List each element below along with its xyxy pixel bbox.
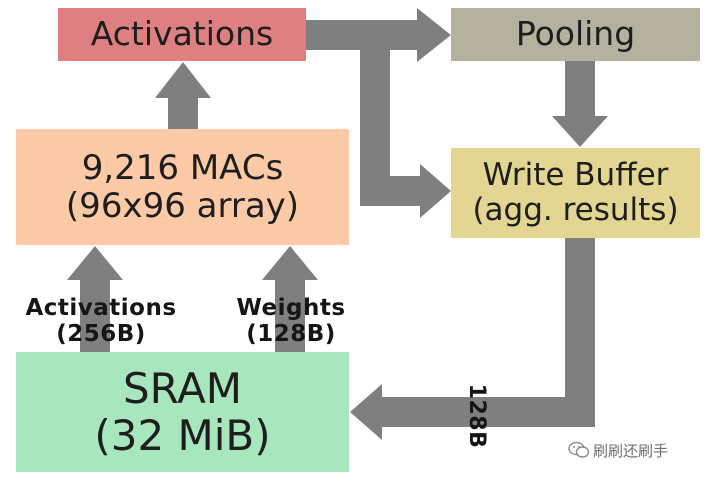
watermark: 刷刷还刷手 [568, 438, 668, 462]
arrow-pooling-to-write-buffer [552, 61, 608, 147]
macs-array-size-label: (96x96 array) [65, 186, 300, 226]
arrow-macs-to-activations [155, 62, 211, 130]
arrow-sram-to-macs-activations [67, 246, 123, 353]
write-buffer-title: Write Buffer [482, 157, 669, 194]
sram-size-label: (32 MiB) [94, 411, 271, 460]
arrow-sram-to-macs-weights [262, 246, 318, 353]
arrow-write-buffer-to-sram [350, 238, 595, 440]
pooling-box: Pooling [451, 8, 700, 61]
weights-input-name: Weights [236, 295, 346, 321]
weights-input-size: (128B) [246, 320, 336, 347]
sram-title: SRAM [122, 363, 243, 413]
writeback-size-label: 128B [464, 383, 489, 449]
macs-count-label: 9,216 MACs [81, 147, 284, 188]
activations-box-label: Activations [90, 14, 274, 54]
watermark-text: 刷刷还刷手 [593, 441, 669, 460]
write-buffer-box: Write Buffer (agg. results) [451, 148, 700, 238]
write-buffer-subtitle: (agg. results) [472, 192, 679, 228]
macs-array-box: 9,216 MACs (96x96 array) [16, 129, 349, 245]
activations-input-size: (256B) [56, 320, 146, 347]
arrow-activations-to-write-buffer [360, 20, 451, 218]
wechat-icon [568, 441, 590, 458]
activations-input-label: Activations (256B) [10, 295, 192, 348]
weights-input-label: Weights (128B) [218, 295, 364, 348]
activations-box: Activations [58, 8, 306, 61]
pooling-box-label: Pooling [515, 14, 636, 54]
sram-box: SRAM (32 MiB) [16, 352, 349, 472]
activations-input-name: Activations [25, 295, 177, 321]
